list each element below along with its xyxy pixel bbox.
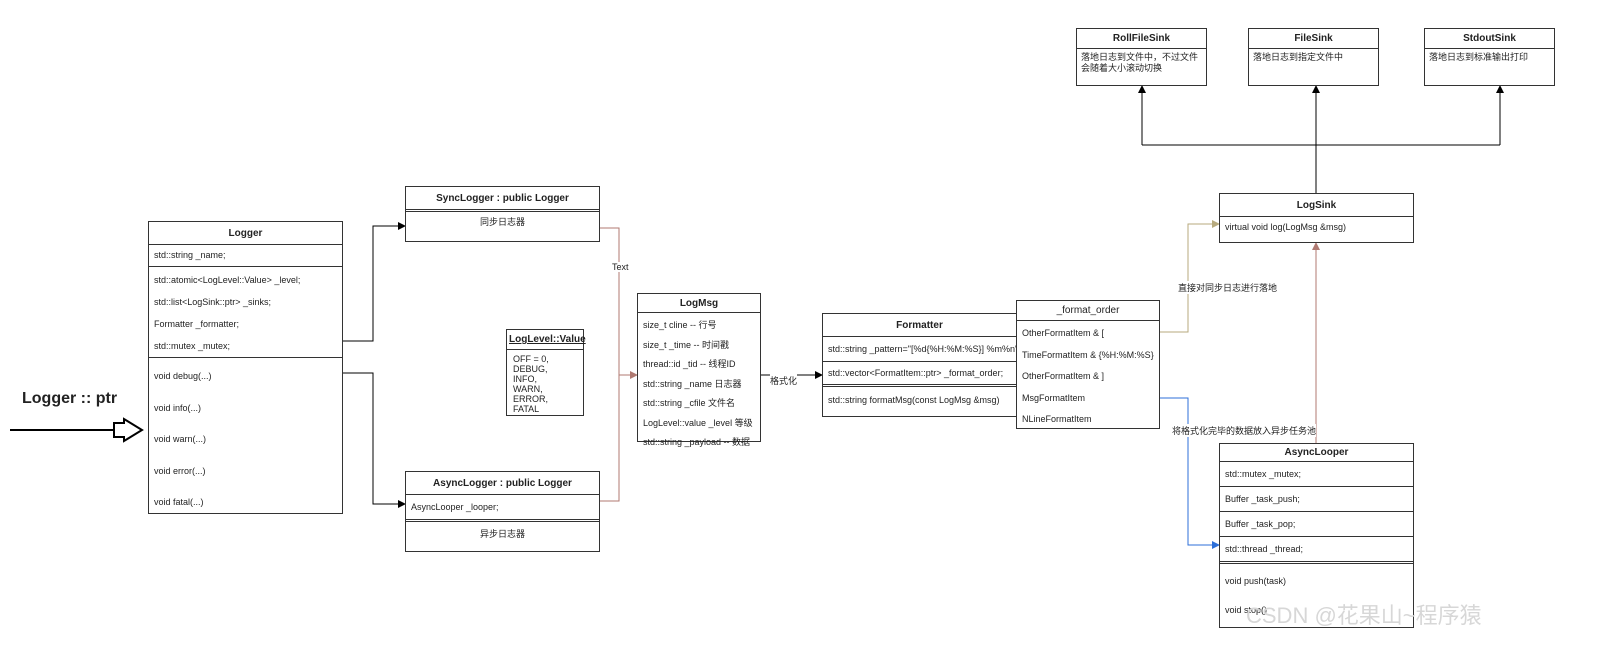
logmsg-class[interactable]: LogMsg size_t cline -- 行号 size_t _time -… [637, 293, 761, 447]
file-sink-desc: 落地日志到指定文件中 [1253, 52, 1344, 62]
async-looper-methods: void push(task) void stop() [1220, 564, 1413, 625]
format-order-item: OtherFormatItem & [ [1022, 328, 1105, 338]
logger-class[interactable]: Logger std::string _name; std::atomic<Lo… [148, 221, 343, 514]
roll-file-sink-desc: 落地日志到文件中，不过文件会随着大小滚动切换 [1081, 52, 1199, 73]
stdout-sink-desc: 落地日志到标准输出打印 [1429, 52, 1529, 62]
logmsg-field: LogLevel::value _level 等级 [643, 417, 753, 428]
logger-name-section: std::string _name; [149, 245, 342, 267]
async-looper-title: AsyncLooper [1220, 444, 1413, 462]
csdn-watermark: CSDN @花果山~程序猿 [1246, 603, 1482, 628]
formatter-pattern-section: std::string _pattern="[%d{%H:%M:%S}] %m%… [823, 337, 1021, 362]
format-order-items: OtherFormatItem & [ TimeFormatItem & {%H… [1017, 321, 1159, 431]
sync-logger-title: SyncLogger : public Logger [406, 187, 599, 212]
logger-field: Formatter _formatter; [154, 319, 240, 329]
logger-to-sync-logger-edge [343, 222, 406, 342]
edge-label-direct-sync: 直接对同步日志进行落地 [1178, 281, 1278, 294]
async-looper-field-section: std::mutex _mutex; [1220, 462, 1413, 487]
logsink-method: virtual void log(LogMsg &msg) [1225, 222, 1347, 232]
logsink-to-sinks-edge [1142, 144, 1500, 193]
format-order-to-async-looper-edge [1160, 397, 1220, 549]
logmsg-field: size_t _time -- 时间戳 [643, 339, 730, 350]
format-order-to-logsink-edge [1160, 220, 1220, 333]
logger-field: std::mutex _mutex; [154, 341, 231, 351]
logmsg-field: std::string _name 日志器 [643, 378, 742, 389]
formatter-order-field: std::vector<FormatItem::ptr> _format_ord… [828, 368, 1004, 378]
logmsg-field: std::string _payload -- 数据 [643, 437, 751, 447]
format-order-item: MsgFormatItem [1022, 392, 1086, 403]
async-looper-field-section: std::thread _thread; [1220, 537, 1413, 564]
logmsg-field: thread::id _tid -- 线程ID [643, 359, 736, 369]
stdout-sink-title: StdoutSink [1425, 29, 1554, 49]
async-looper-field: Buffer _task_pop; [1225, 519, 1296, 529]
sync-logger-desc: 同步日志器 [479, 217, 525, 227]
async-looper-field: Buffer _task_push; [1225, 494, 1300, 504]
formatter-method: std::string formatMsg(const LogMsg &msg) [828, 395, 1000, 405]
logger-field: std::list<LogSink::ptr> _sinks; [154, 297, 272, 307]
logger-title: Logger [149, 222, 342, 245]
async-logger-field-section: AsyncLooper _looper; [406, 495, 599, 522]
async-logger-field: AsyncLooper _looper; [411, 502, 499, 512]
async-looper-method: void stop() [1225, 605, 1268, 615]
logger-to-async-logger-edge [343, 372, 406, 508]
logger-name-field: std::string _name; [154, 250, 226, 260]
logmsg-fields: size_t cline -- 行号 size_t _time -- 时间戳 t… [638, 313, 760, 453]
logsink-title: LogSink [1220, 194, 1413, 217]
logger-fields-section: std::atomic<LogLevel::Value> _level; std… [149, 267, 342, 358]
sync-logger-class[interactable]: SyncLogger : public Logger 同步日志器 [405, 186, 600, 242]
async-looper-field-section: Buffer _task_pop; [1220, 512, 1413, 537]
file-sink-class[interactable]: FileSink 落地日志到指定文件中 [1248, 28, 1379, 86]
async-logger-class[interactable]: AsyncLogger : public Logger AsyncLooper … [405, 471, 600, 552]
edge-label-text: Text [612, 262, 629, 272]
logger-method: void info(...) [154, 402, 202, 413]
logmsg-field: std::string _cfile 文件名 [643, 398, 736, 408]
async-logger-desc: 异步日志器 [479, 529, 525, 539]
log-level-values: OFF = 0, DEBUG, INFO, WARN, ERROR, FATAL [513, 354, 549, 414]
logsink-class[interactable]: LogSink virtual void log(LogMsg &msg) [1219, 193, 1414, 243]
formatter-method-section: std::string formatMsg(const LogMsg &msg) [823, 387, 1016, 413]
logmsg-field: size_t cline -- 行号 [643, 320, 717, 330]
async-looper-field: std::mutex _mutex; [1225, 469, 1302, 479]
async-logger-to-logmsg-edge [600, 375, 620, 502]
log-level-enum[interactable]: LogLevel::Value OFF = 0, DEBUG, INFO, WA… [506, 329, 586, 416]
sync-logger-to-logmsg-edge [600, 227, 638, 379]
logger-method: void warn(...) [154, 434, 207, 444]
logger-method: void fatal(...) [154, 497, 204, 507]
format-order-item: NLineFormatItem [1022, 414, 1092, 424]
logger-method: void debug(...) [154, 371, 212, 381]
async-looper-field-section: Buffer _task_push; [1220, 487, 1413, 512]
roll-file-sink-class[interactable]: RollFileSink 落地日志到文件中，不过文件会随着大小滚动切换 [1076, 28, 1207, 86]
formatter-class[interactable]: Formatter std::string _pattern="[%d{%H:%… [822, 313, 1021, 417]
stdout-sink-class[interactable]: StdoutSink 落地日志到标准输出打印 [1424, 28, 1555, 86]
log-level-title: LogLevel::Value [507, 330, 586, 350]
roll-file-sink-title: RollFileSink [1077, 29, 1206, 49]
logmsg-title: LogMsg [638, 294, 760, 313]
async-looper-class[interactable]: AsyncLooper std::mutex _mutex; Buffer _t… [1219, 443, 1414, 628]
async-looper-method: void push(task) [1225, 576, 1287, 586]
formatter-order-section: std::vector<FormatItem::ptr> _format_ord… [823, 362, 1016, 387]
logger-method: void error(...) [154, 465, 206, 476]
logger-methods-section: void debug(...) void info(...) void warn… [149, 358, 342, 519]
async-looper-field: std::thread _thread; [1225, 544, 1304, 554]
file-sink-title: FileSink [1249, 29, 1378, 49]
logger-ptr-arrowhead [113, 417, 144, 443]
async-logger-title: AsyncLogger : public Logger [406, 472, 599, 495]
format-order-item: OtherFormatItem & ] [1022, 371, 1105, 381]
logger-field: std::atomic<LogLevel::Value> _level; [154, 275, 301, 285]
logger-ptr-label: Logger :: ptr [22, 390, 118, 407]
format-order-class[interactable]: _format_order OtherFormatItem & [ TimeFo… [1016, 300, 1160, 429]
formatter-title: Formatter [823, 314, 1016, 337]
edge-label-to-async-pool: 将格式化完毕的数据放入异步任务池 [1172, 424, 1317, 437]
edge-label-format: 格式化 [770, 374, 798, 387]
formatter-pattern: std::string _pattern="[%d{%H:%M:%S}] %m%… [828, 344, 1021, 354]
format-order-item: TimeFormatItem & {%H:%M:%S} [1022, 349, 1154, 360]
format-order-title: _format_order [1017, 301, 1159, 321]
